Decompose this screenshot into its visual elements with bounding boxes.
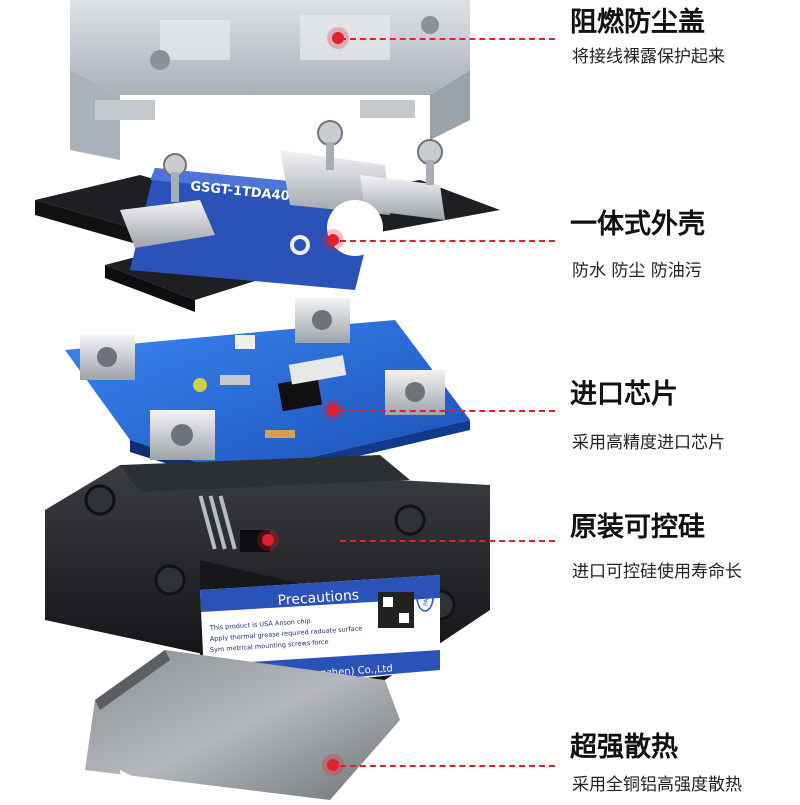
callout-dot-icon: [262, 534, 274, 546]
feature-desc: 防水 防尘 防油污: [572, 261, 702, 281]
callout-line: [340, 38, 555, 40]
feature-heatsink: 超强散热 采用全铜铝高强度散热: [0, 725, 800, 805]
callout-line: [340, 410, 555, 412]
feature-chip: 进口芯片 采用高精度进口芯片: [0, 370, 800, 453]
feature-housing: 一体式外壳 防水 防尘 防油污: [0, 200, 800, 281]
callout-dot-icon: [327, 404, 339, 416]
integrated-housing: GSGT-1TDA40 SOLID STATE RELAY: [35, 120, 500, 312]
pass-badge-icon: [416, 582, 434, 612]
feature-dust-cover: 阻燃防尘盖 将接线裸露保护起来: [0, 0, 800, 80]
dust-cover: [70, 0, 470, 160]
precautions-heading: Precautions: [277, 587, 359, 609]
callout-dot-icon: [327, 234, 339, 246]
callout-dot-icon: [327, 759, 339, 771]
feature-title: 原装可控硅: [570, 512, 705, 543]
feature-title: 进口芯片: [570, 379, 678, 410]
feature-title: 一体式外壳: [570, 209, 705, 240]
pass-badge-text: PASS: [423, 591, 430, 606]
callout-line: [340, 765, 555, 767]
callout-dot-icon: [332, 32, 344, 44]
feature-title: 阻燃防尘盖: [570, 7, 705, 38]
feature-desc: 将接线裸露保护起来: [572, 47, 725, 67]
feature-thyristor: 原装可控硅 进口可控硅使用寿命长: [0, 505, 800, 585]
callout-line: [340, 240, 555, 242]
heatsink-plate: [85, 650, 404, 800]
feature-desc: 采用高精度进口芯片: [572, 433, 725, 453]
callout-line: [340, 540, 555, 542]
feature-desc: 采用全铜铝高强度散热: [572, 775, 742, 795]
feature-desc: 进口可控硅使用寿命长: [572, 562, 742, 582]
feature-title: 超强散热: [570, 732, 678, 763]
